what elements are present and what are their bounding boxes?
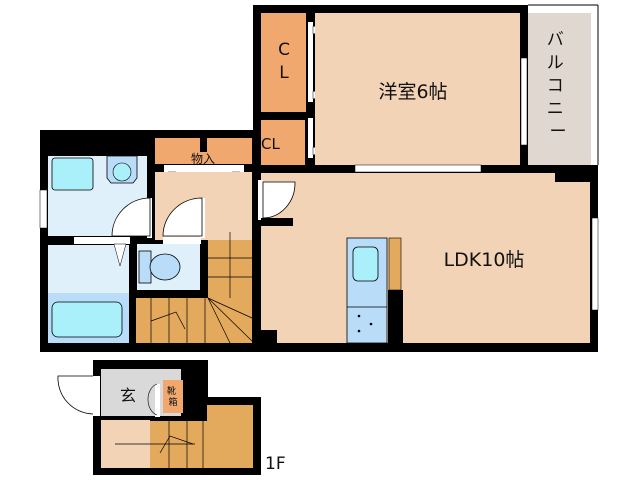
- closet-door-strip: [308, 22, 313, 102]
- bathtub-icon: [51, 301, 123, 338]
- door-swing-icon: [111, 197, 151, 237]
- door-leaf: [258, 180, 263, 220]
- window: [39, 189, 48, 229]
- stairs: [136, 298, 252, 343]
- window: [591, 217, 599, 311]
- fridge-space: [388, 237, 402, 291]
- bath-door: [74, 237, 130, 244]
- closet-2-label: CL: [261, 135, 280, 153]
- door-leaf: [155, 384, 160, 417]
- door-marker-icon: [113, 243, 127, 267]
- door-swing-icon: [147, 383, 158, 416]
- toilet-bowl-icon: [149, 253, 181, 281]
- wall-notch: [555, 173, 590, 182]
- entrance-label: 玄: [120, 386, 136, 405]
- closet-door-strip: [308, 118, 313, 158]
- stove-burner-icon: [369, 322, 373, 326]
- shoe-box-label: 靴 箱: [167, 385, 179, 408]
- stairs: [207, 405, 253, 468]
- western-room-label: 洋室6帖: [378, 81, 447, 103]
- drain-icon: [112, 162, 132, 182]
- closet-1-label: L: [279, 63, 289, 83]
- wall-stub: [261, 218, 293, 226]
- window: [520, 57, 528, 146]
- balcony-label: バ ル コ ニ ー: [547, 30, 569, 142]
- ldk-room: [261, 173, 590, 343]
- wall-column: [388, 290, 403, 343]
- toilet-door: [163, 237, 201, 244]
- wall-notch: [260, 330, 277, 343]
- door-swing-icon: [262, 181, 296, 219]
- stair-treads: [150, 232, 253, 344]
- front-door-leaf: [93, 376, 100, 416]
- closet-2: [261, 120, 305, 165]
- stair-treads: [115, 421, 204, 468]
- closet-1: [261, 13, 306, 112]
- toilet-tank-icon: [138, 250, 152, 284]
- sliding-door: [354, 164, 482, 173]
- storage-divider: [200, 138, 207, 152]
- storage-door: [164, 165, 244, 172]
- balcony-floor: [528, 13, 591, 165]
- door-swing-icon: [162, 197, 203, 237]
- closet-1-label: C: [278, 40, 290, 60]
- ldk-label: LDK10帖: [444, 249, 525, 271]
- stove-burner-icon: [357, 329, 361, 333]
- western-room: [315, 13, 520, 165]
- door-leaf: [200, 198, 205, 238]
- storage-label: 物入: [191, 152, 215, 166]
- front-door-swing-icon: [57, 375, 94, 415]
- shoe-box: [163, 380, 183, 413]
- floor-label: 1F: [265, 454, 286, 474]
- stove-burner-icon: [357, 314, 361, 318]
- washbasin-icon: [51, 157, 94, 191]
- sink-icon: [352, 246, 379, 282]
